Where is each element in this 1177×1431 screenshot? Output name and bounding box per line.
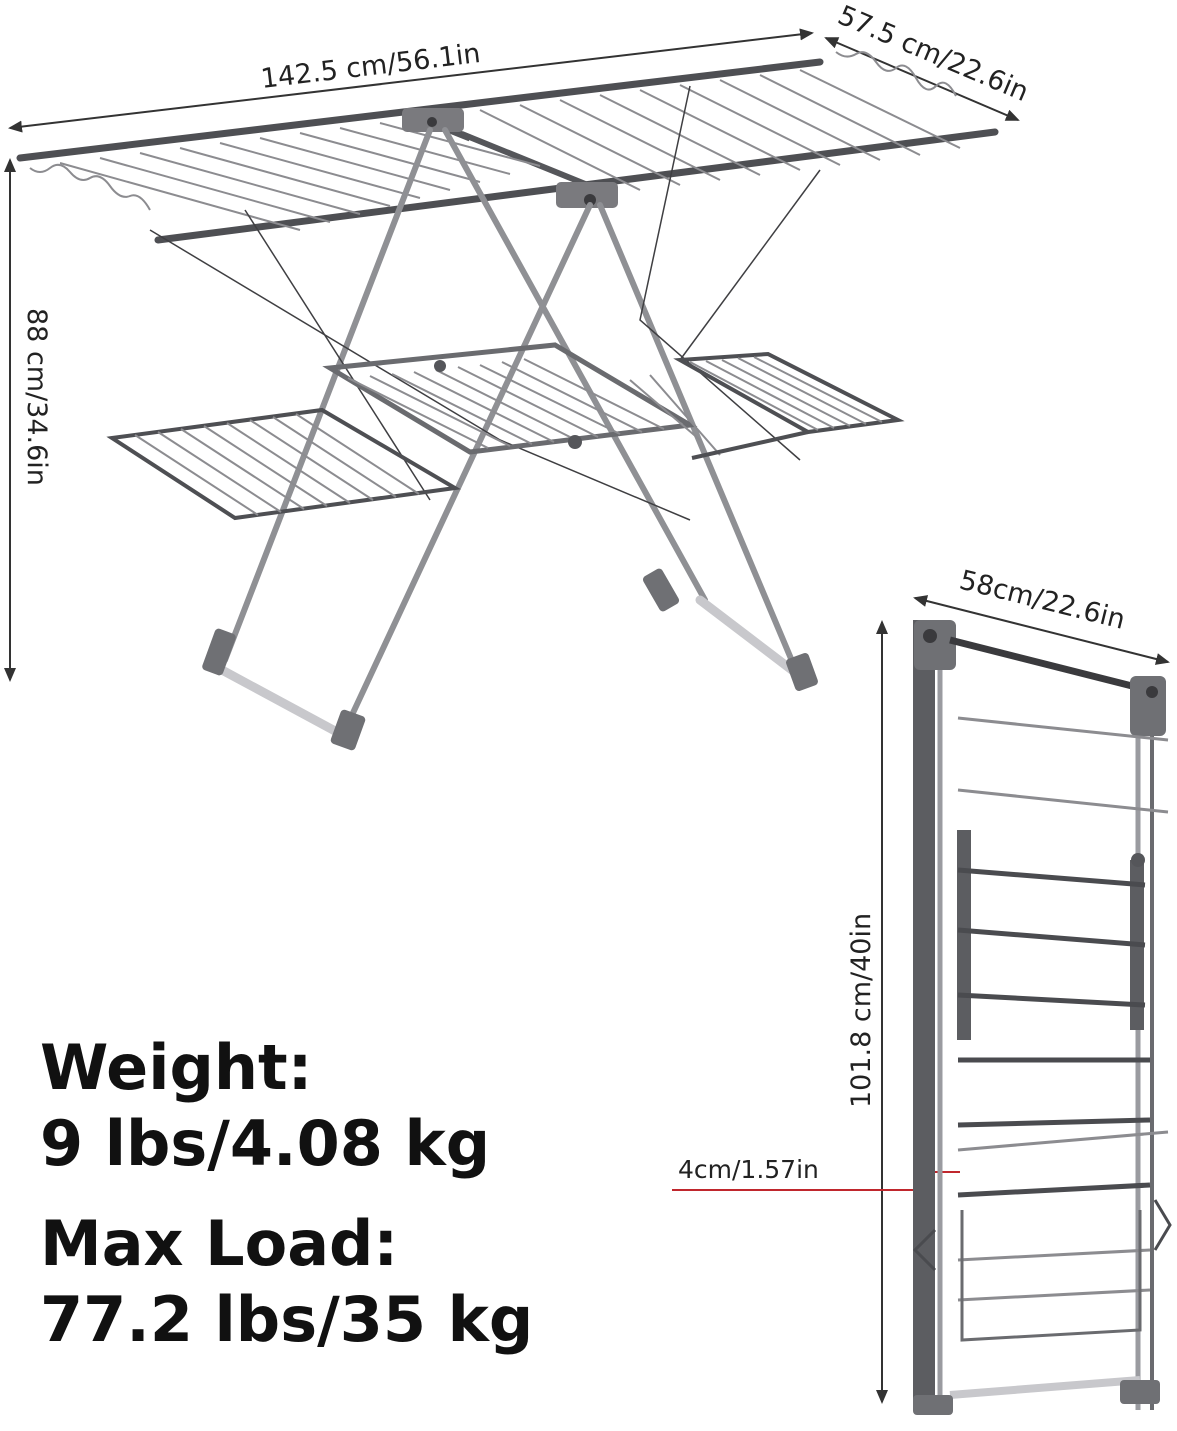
unfolded-rack-illustration: [16, 51, 999, 751]
weight-label: Weight:: [40, 1031, 313, 1104]
folded-height-dimension: 101.8 cm/40in: [846, 620, 888, 1404]
max-load-value: 77.2 lbs/35 kg: [40, 1283, 534, 1356]
max-load-spec: Max Load: 77.2 lbs/35 kg: [40, 1206, 533, 1358]
max-load-label: Max Load:: [40, 1207, 399, 1280]
depth-dimension: 57.5 cm/22.6in: [824, 0, 1033, 121]
folded-thickness-label: 4cm/1.57in: [678, 1155, 819, 1184]
product-specs: Weight: 9 lbs/4.08 kg Max Load: 77.2 lbs…: [40, 1030, 533, 1382]
folded-rack-illustration: [912, 620, 1172, 1415]
height-label: 88 cm/34.6in: [21, 308, 52, 486]
folded-height-label: 101.8 cm/40in: [846, 913, 877, 1108]
height-dimension: 88 cm/34.6in: [4, 158, 52, 682]
folded-width-label: 58cm/22.6in: [956, 565, 1128, 636]
weight-value: 9 lbs/4.08 kg: [40, 1107, 491, 1180]
weight-spec: Weight: 9 lbs/4.08 kg: [40, 1030, 533, 1182]
folded-thickness-callout: 4cm/1.57in: [672, 1155, 960, 1191]
length-label: 142.5 cm/56.1in: [259, 38, 482, 95]
